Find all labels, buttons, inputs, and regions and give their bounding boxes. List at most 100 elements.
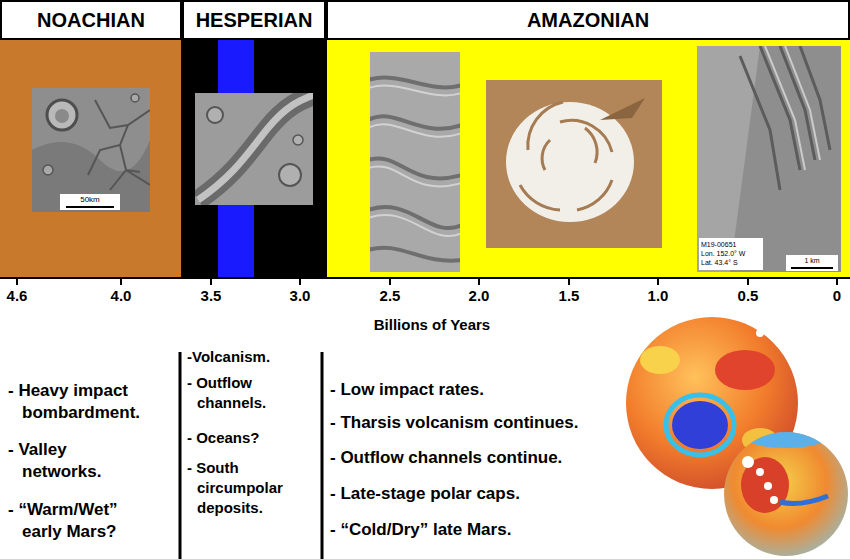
- era-feature: - South circumpolar deposits.: [187, 458, 297, 518]
- flow-photo-group: [370, 52, 460, 272]
- era-feature: -Volcanism.: [187, 347, 297, 367]
- globe-panel: [622, 318, 850, 559]
- scale-bar-ground: [60, 194, 120, 210]
- era-name: AMAZONIAN: [527, 8, 649, 32]
- channel-floor: [198, 94, 313, 200]
- scale-bar: [66, 206, 114, 208]
- column-separator: [179, 352, 182, 559]
- gully-photo: [697, 46, 841, 272]
- time-axis: [0, 277, 850, 279]
- volcano: [756, 468, 764, 476]
- crater: [279, 164, 301, 186]
- northern-lowlands: [746, 428, 826, 448]
- tick-label: 3.0: [285, 287, 315, 305]
- plains-region: [640, 346, 680, 374]
- volcano: [764, 482, 772, 490]
- tick-label: 3.5: [196, 287, 226, 305]
- flow-highlights: [370, 86, 460, 237]
- flow-lines: [370, 78, 460, 261]
- hesperian-band: [182, 40, 326, 278]
- band-divider: [325, 40, 327, 278]
- outflow-channel: [198, 94, 313, 200]
- era-feature: - Outflow channels.: [187, 373, 297, 413]
- highland-region: [715, 350, 775, 390]
- era-feature: - Heavy impact bombardment.: [8, 380, 158, 424]
- image-id: M19-00651: [701, 240, 761, 249]
- tick-label: 4.0: [106, 287, 136, 305]
- gullies: [740, 46, 830, 190]
- era-feature: - Valley networks.: [8, 439, 123, 483]
- era-feature: - Low impact rates.: [330, 380, 618, 400]
- axis-tick: [478, 278, 480, 285]
- scale-bar: [791, 267, 833, 269]
- noachian-photo-group: [32, 88, 150, 212]
- era-feature: - Oceans?: [187, 428, 297, 448]
- north-polar-cap: [506, 102, 634, 222]
- scale-bar-ground: [786, 255, 838, 271]
- globe-features: [741, 428, 828, 513]
- tick-label: 2.0: [464, 287, 494, 305]
- era-feature: - Late-stage polar caps.: [330, 484, 618, 504]
- tick-label: 1.5: [554, 287, 584, 305]
- hesperian-photo-group: [195, 93, 313, 205]
- crater-floor: [55, 109, 69, 123]
- caption-ground: [699, 238, 763, 270]
- era-feature: - Tharsis volcanism continues.: [330, 413, 618, 433]
- noachian-photo: [32, 88, 150, 212]
- axis-ticks: [17, 278, 837, 285]
- tick-label: 0.5: [733, 287, 763, 305]
- gully-photo-group: [697, 46, 841, 272]
- valley-network: [88, 100, 150, 190]
- image-latitude: Lat. 43.4° S: [701, 258, 761, 267]
- era-header: NOACHIAN: [0, 0, 182, 40]
- spiral-troughs: [520, 102, 612, 210]
- era-header: AMAZONIAN: [326, 0, 850, 40]
- polar-cap-photo: [486, 80, 662, 248]
- chasma: [600, 98, 645, 120]
- volcano: [770, 496, 778, 504]
- noachian-band: [0, 40, 182, 278]
- impact-crater: [47, 100, 77, 130]
- era-feature: - “Cold/Dry” late Mars.: [330, 520, 618, 540]
- scale-label: 1 km: [794, 256, 830, 265]
- band-divider: [181, 40, 183, 278]
- hellas-basin: [672, 401, 728, 449]
- scale-label: 50km: [68, 195, 112, 205]
- axis-tick: [568, 278, 570, 285]
- axis-tick: [389, 278, 391, 285]
- axis-tick: [16, 278, 18, 285]
- era-feature: - “Warm/Wet” early Mars?: [8, 499, 138, 543]
- era-name: NOACHIAN: [37, 8, 145, 32]
- era-header: HESPERIAN: [182, 0, 326, 40]
- era-name: HESPERIAN: [196, 8, 313, 32]
- crater: [293, 135, 303, 145]
- small-crater: [131, 94, 139, 102]
- polar-photo-group: [486, 80, 662, 248]
- tick-label: 4.6: [2, 287, 32, 305]
- axis-tick: [120, 278, 122, 285]
- tick-label: 0: [822, 287, 850, 305]
- tick-label: 1.0: [643, 287, 673, 305]
- amazonian-band: [326, 40, 850, 278]
- axis-tick: [210, 278, 212, 285]
- axis-tick: [836, 278, 838, 285]
- axis-title: Billions of Years: [322, 316, 542, 334]
- crater: [207, 107, 223, 123]
- axis-tick: [657, 278, 659, 285]
- terrain-shading: [32, 140, 150, 212]
- image-longitude: Lon. 152.0° W: [701, 249, 761, 258]
- era-feature: - Outflow channels continue.: [330, 448, 618, 468]
- volcano: [742, 456, 754, 468]
- basin-rim: [666, 395, 734, 455]
- tick-label: 2.5: [375, 287, 405, 305]
- axis-tick: [299, 278, 301, 285]
- column-separator: [321, 352, 324, 559]
- summit-spot: [756, 329, 764, 337]
- axis-tick: [747, 278, 749, 285]
- mars-globe: [724, 432, 848, 556]
- small-crater: [43, 165, 53, 175]
- gully-highlights: [765, 46, 820, 170]
